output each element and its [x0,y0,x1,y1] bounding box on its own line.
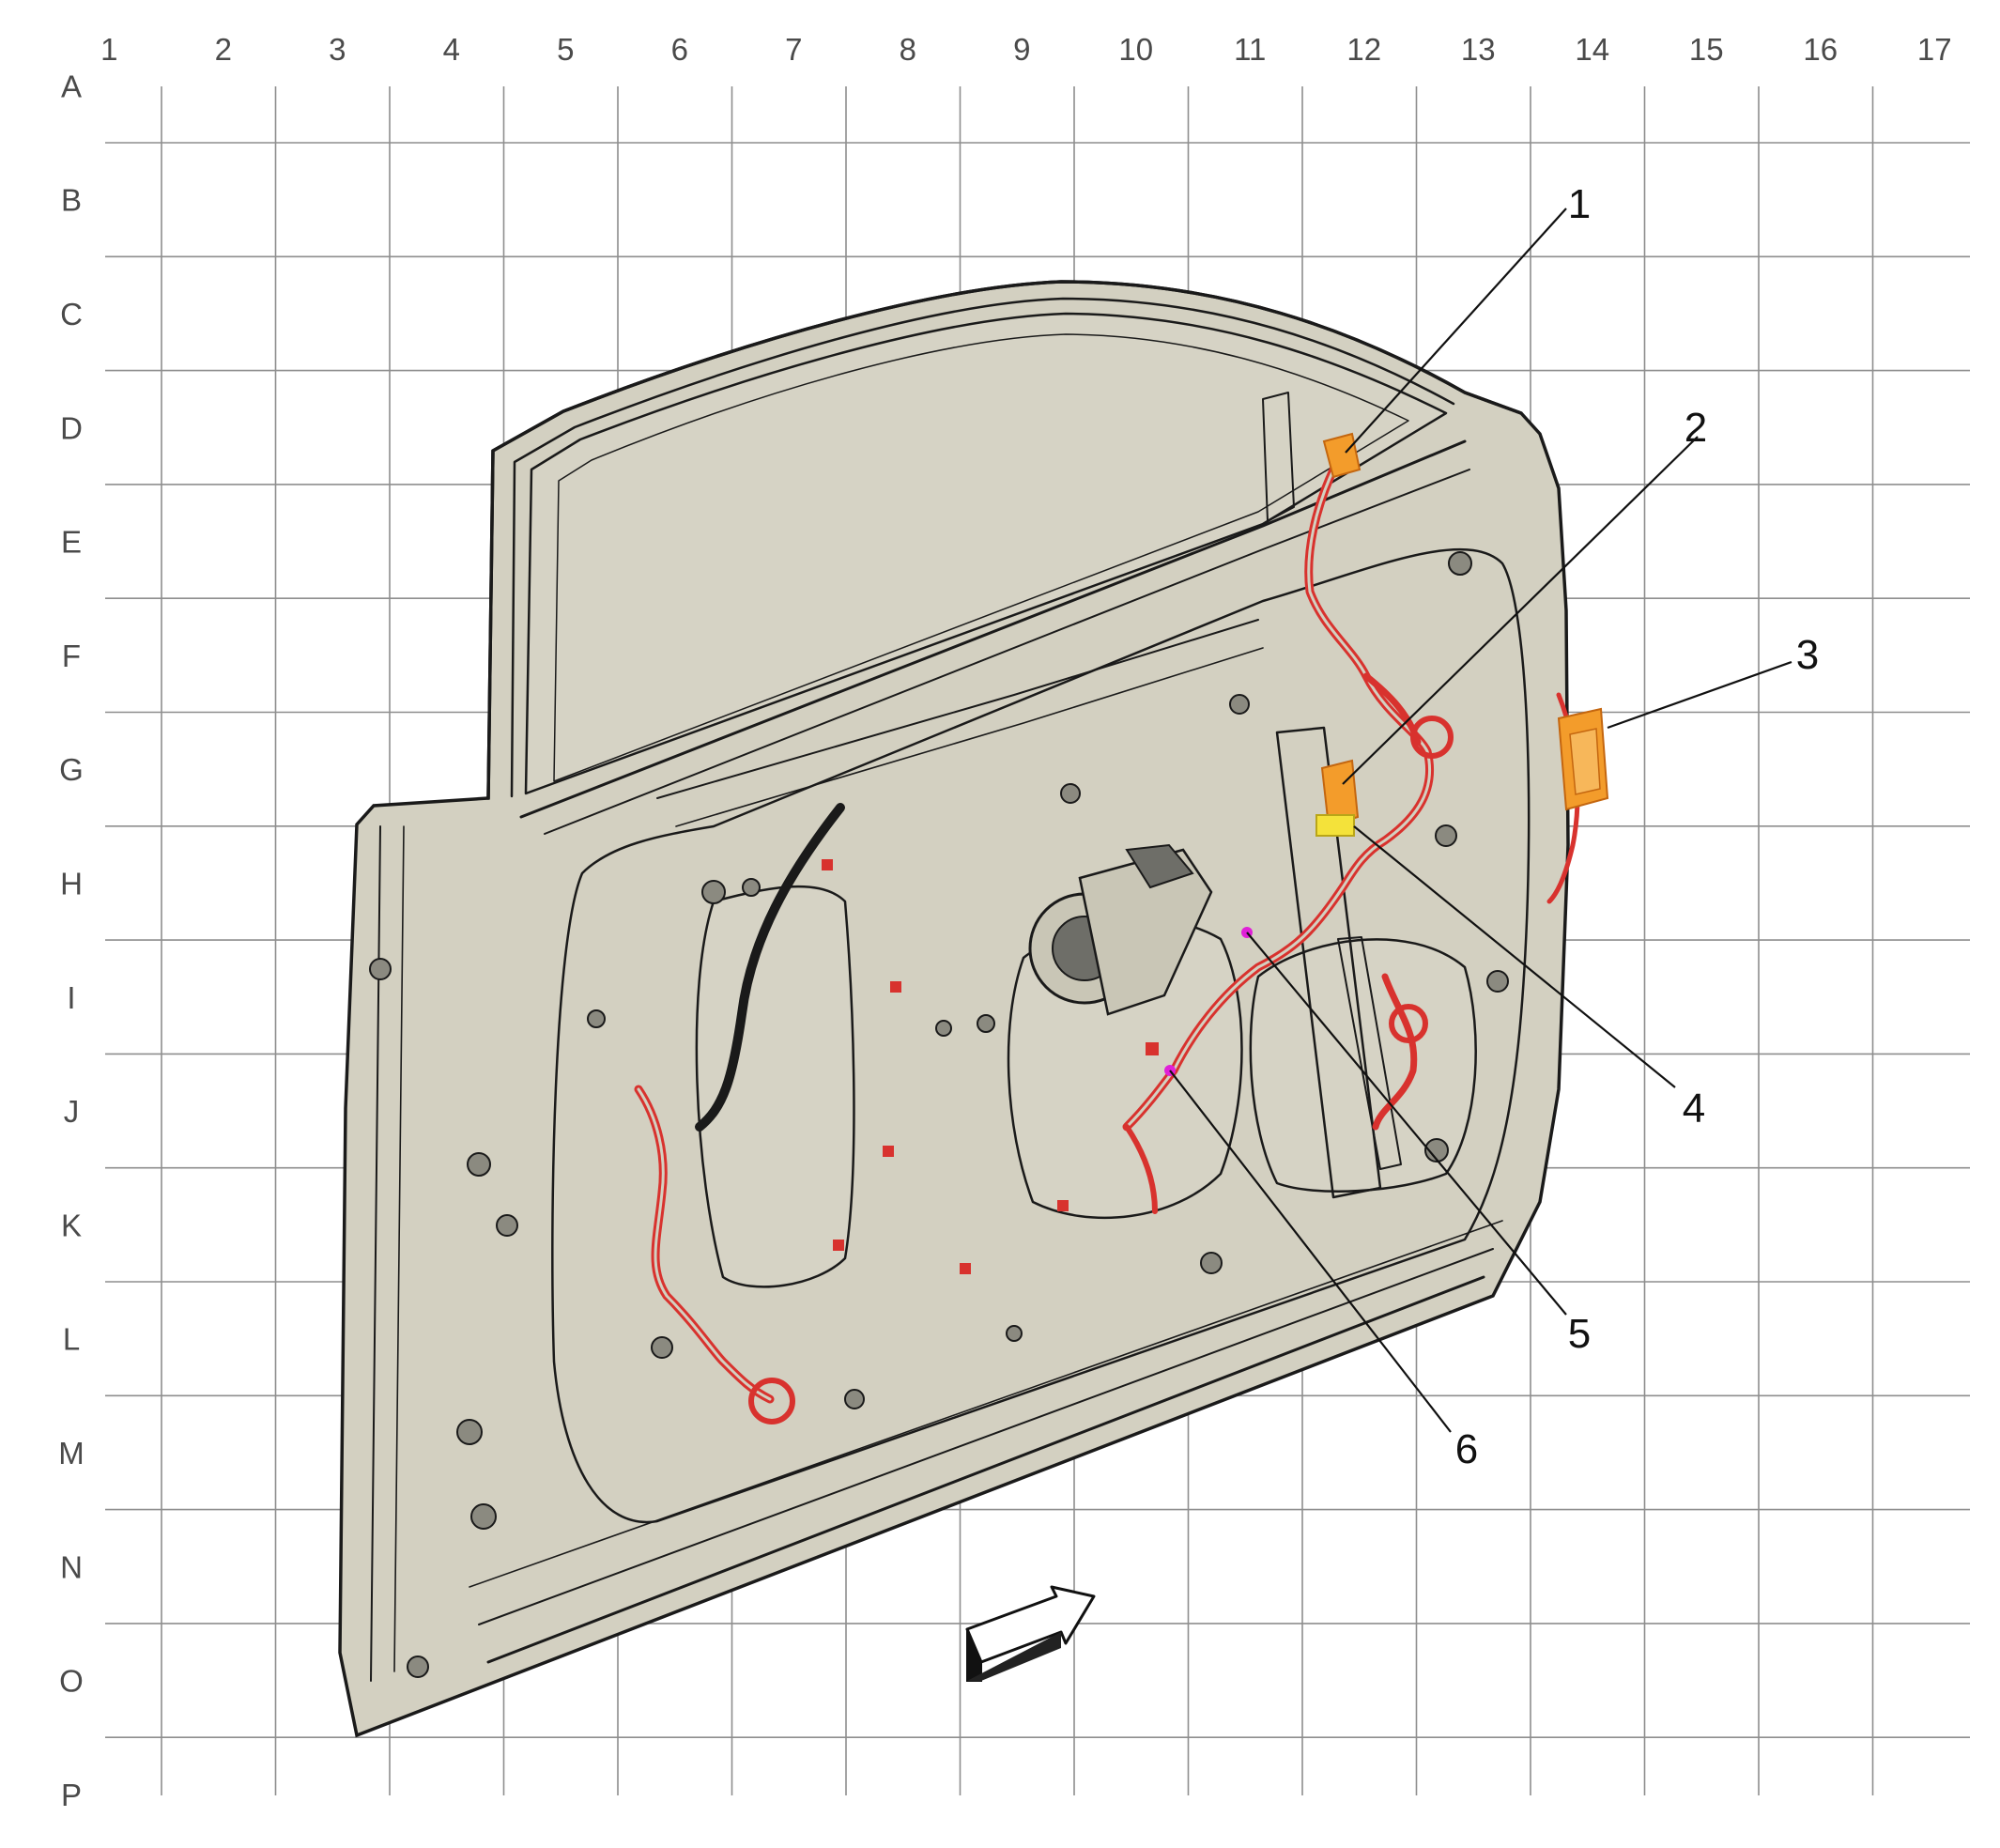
grid-column-label: 6 [671,32,688,67]
grid-column-label: 15 [1689,32,1724,67]
connector-1 [1322,432,1362,479]
harness-grommet-lower [1389,1004,1428,1043]
grid-row-labels: A B C D E F G H I J K L M N O P [58,69,85,1812]
grid-row-label: B [61,183,82,218]
grid-column-label: 11 [1234,32,1266,67]
window-frame-outer [486,280,1523,800]
grid-row-label: K [61,1208,82,1242]
window-opening-inner [553,333,1409,782]
connector-3 [1557,707,1609,811]
lower-sill-3 [469,1220,1503,1588]
grid-column-label: 10 [1118,32,1153,67]
callout-4: 4 [1683,1086,1705,1132]
harness-front-run-core [637,1087,772,1401]
grid-column-label: 1 [100,32,117,67]
grid-row-label: I [67,980,75,1015]
connector-4 [1315,814,1355,837]
grid-column-label: 2 [215,32,232,67]
grid-column-label: 3 [329,32,346,67]
grid-row-label: A [61,69,82,103]
callout-3: 3 [1796,632,1819,678]
grid-row-label: H [60,866,83,901]
inner-panel-outline [551,548,1531,1524]
lower-sill-2 [478,1248,1494,1625]
callout-leaders [1169,208,1792,1433]
callout-2: 2 [1685,405,1707,451]
grid-row-label: G [59,752,84,787]
lower-sill [486,1275,1485,1664]
grid-column-label: 12 [1346,32,1381,67]
front-flange-2 [393,825,405,1672]
harness-lower-run [1124,1124,1158,1214]
grid-column-label: 14 [1575,32,1609,67]
callout-6: 6 [1455,1426,1478,1472]
harness-upper-trunk-core [1125,458,1432,1129]
harness-clips [822,859,1159,1274]
grid-row-label: E [61,525,82,560]
callout-5: 5 [1568,1311,1591,1357]
mounting-holes [369,551,1509,1678]
lock-cable [695,803,845,1132]
door-wiring-harness [634,455,1580,1424]
regulator-rail-rear [1337,936,1402,1170]
window-regulator-motor [1028,843,1213,1016]
rear-glass-channel [1262,392,1295,522]
window-opening [524,312,1448,795]
grid-row-label: F [62,639,81,673]
harness-grommet-upper [1410,716,1454,759]
window-frame-inner [510,297,1455,798]
belt-line-lower [544,469,1470,835]
grid-row-label: N [60,1549,83,1584]
harness-branch-lower [1372,973,1418,1131]
grid-column-label: 7 [785,32,802,67]
grid-column-label: 16 [1803,32,1838,67]
door-inner-panel [338,280,1570,1738]
grid-column-label: 5 [557,32,574,67]
harness-grommet-front [748,1378,795,1424]
access-hole-rear [1249,938,1477,1193]
regulator-rail-front [1275,726,1382,1199]
grid-row-label: J [64,1094,80,1129]
grid-column-label: 17 [1917,32,1952,67]
grid-row-label: C [60,297,83,331]
grid-row-label: O [59,1664,84,1699]
grid-column-label: 8 [900,32,916,67]
upper-stiffener [656,619,1259,799]
grid-row-label: L [63,1322,80,1357]
grid-row-label: P [61,1778,82,1812]
grid-column-label: 13 [1461,32,1496,67]
view-direction-arrow-icon [965,1585,1096,1682]
grid-column-label: 4 [443,32,460,67]
upper-stiffener-2 [675,647,1264,827]
grid-row-label: M [58,1436,85,1471]
access-hole-front [695,885,855,1288]
callout-1: 1 [1568,181,1591,227]
belt-line [519,439,1467,819]
grid-row-label: D [60,410,83,445]
grid-column-label: 9 [1013,32,1030,67]
